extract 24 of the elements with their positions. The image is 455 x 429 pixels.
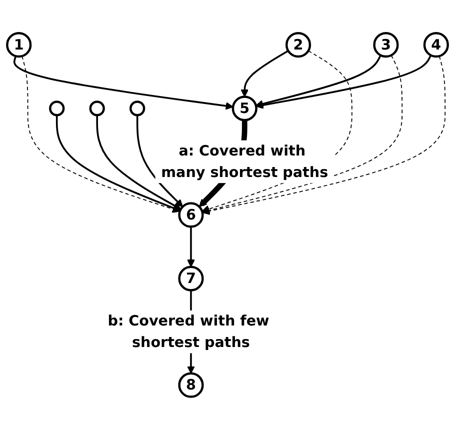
node-circle xyxy=(130,100,146,116)
graph-drawing: a: Covered with many shortest paths b: Covered with few shortest paths 1 2 3 4 5 6 7 8 xyxy=(0,26,455,404)
arrow xyxy=(96,114,182,210)
node-circle xyxy=(89,100,105,116)
arrow xyxy=(240,50,289,97)
arrow xyxy=(256,54,432,108)
node-circle xyxy=(285,32,312,58)
edge-label: b: Covered with few shortest paths xyxy=(108,312,270,350)
node-circle xyxy=(49,100,65,116)
edge-label: a: Covered with many shortest paths xyxy=(161,142,328,180)
node-circle xyxy=(6,32,32,58)
arrow xyxy=(187,226,195,267)
arrow xyxy=(202,55,446,214)
arrow xyxy=(136,114,184,207)
node-circle xyxy=(423,32,449,58)
arrow xyxy=(14,55,234,110)
node-circle xyxy=(178,372,204,398)
arrow xyxy=(56,114,180,212)
arrow xyxy=(22,55,180,212)
node-circle xyxy=(232,95,258,121)
node-circle xyxy=(178,202,204,228)
node-circle xyxy=(373,32,399,58)
node-circle xyxy=(178,265,204,291)
arrow xyxy=(256,54,382,108)
